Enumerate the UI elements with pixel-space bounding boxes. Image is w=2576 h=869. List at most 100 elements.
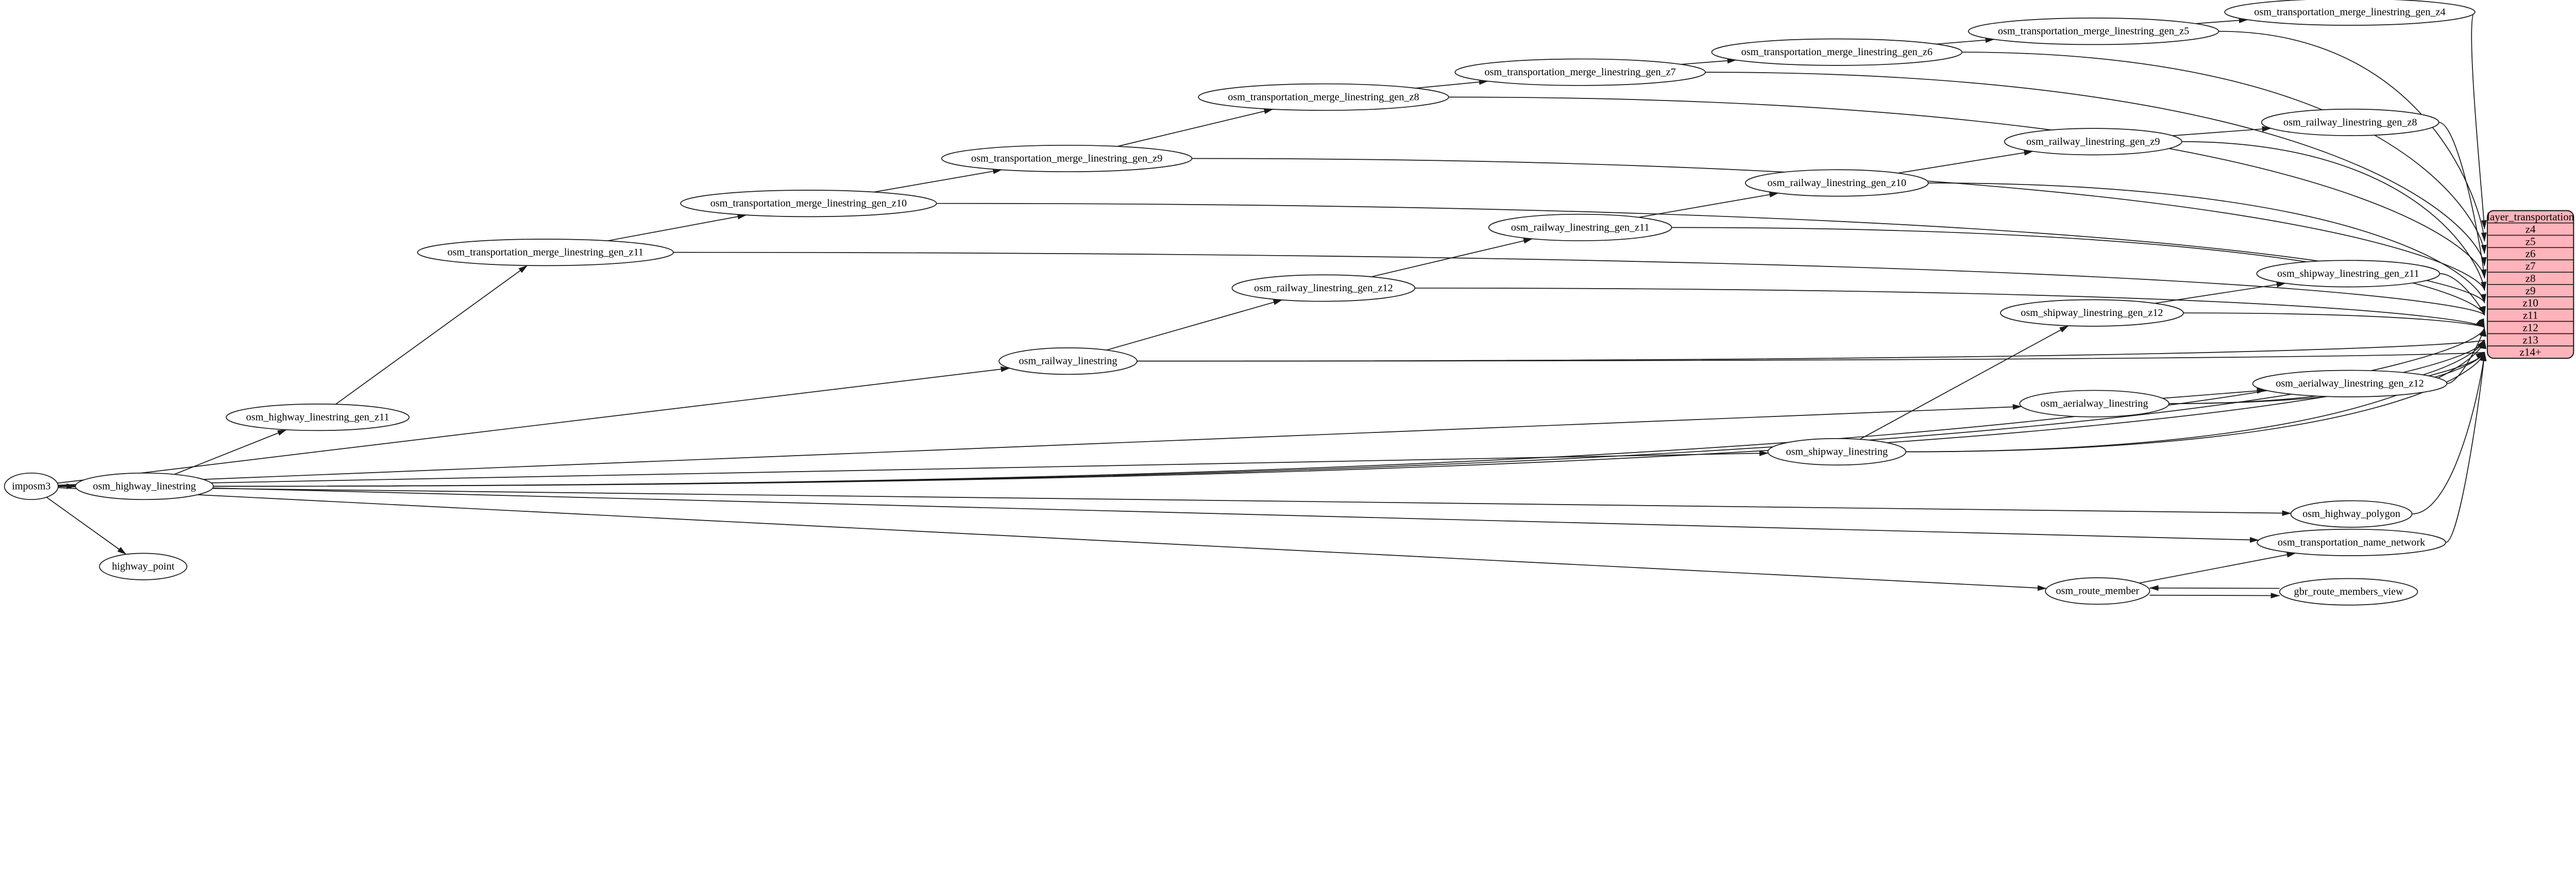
edge-osm_transportation_merge_linestring_gen_z10-to-z10 — [936, 203, 2486, 304]
node-label-osm_highway_linestring_gen_z11: osm_highway_linestring_gen_z11 — [246, 412, 389, 423]
node-osm_railway_linestring_gen_z8: osm_railway_linestring_gen_z8 — [2261, 108, 2439, 136]
node-label-osm_transportation_merge_linestring_gen_z10: osm_transportation_merge_linestring_gen_… — [710, 198, 907, 209]
node-label-osm_aerialway_linestring_gen_z12: osm_aerialway_linestring_gen_z12 — [2276, 378, 2424, 389]
node-label-osm_transportation_name_network: osm_transportation_name_network — [2278, 537, 2426, 548]
node-osm_transportation_merge_linestring_gen_z7: osm_transportation_merge_linestring_gen_… — [1454, 58, 1706, 86]
node-osm_highway_linestring_gen_z11: osm_highway_linestring_gen_z11 — [226, 404, 410, 431]
node-osm_transportation_merge_linestring_gen_z6: osm_transportation_merge_linestring_gen_… — [1711, 38, 1963, 66]
table-row-z6: z6 — [2526, 247, 2536, 260]
node-label-osm_transportation_merge_linestring_gen_z6: osm_transportation_merge_linestring_gen_… — [1741, 46, 1933, 58]
node-shape-highway_point — [99, 553, 188, 580]
table-row-z11: z11 — [2523, 309, 2538, 322]
edge-osm_transportation_merge_linestring_gen_z8-to-osm_transportation_merge_linestring_gen_z7 — [1415, 79, 1488, 89]
node-shape-osm_shipway_linestring_gen_z11 — [2256, 260, 2441, 288]
node-osm_shipway_linestring_gen_z12: osm_shipway_linestring_gen_z12 — [2000, 299, 2184, 327]
node-gbr_route_members_view: gbr_route_members_view — [2279, 578, 2418, 606]
node-shape-osm_railway_linestring — [998, 347, 1138, 375]
node-shape-osm_transportation_merge_linestring_gen_z9 — [941, 144, 1193, 173]
edge-osm_transportation_merge_linestring_gen_z4-to-z4 — [2471, 11, 2487, 230]
edge-imposm3-to-osm_shipway_linestring — [58, 450, 1769, 487]
node-shape-osm_highway_polygon — [2290, 500, 2413, 528]
table-row-z8: z8 — [2526, 272, 2536, 285]
node-label-osm_shipway_linestring_gen_z11: osm_shipway_linestring_gen_z11 — [2277, 268, 2419, 279]
edge-osm_transportation_merge_linestring_gen_z11-to-z11 — [673, 252, 2485, 316]
node-osm_railway_linestring_gen_z9: osm_railway_linestring_gen_z9 — [2004, 128, 2182, 156]
edge-imposm3-to-osm_route_member — [58, 487, 2047, 591]
table-row-z14+: z14+ — [2520, 346, 2541, 358]
edge-osm_transportation_merge_linestring_gen_z6-to-osm_transportation_merge_linestring_gen_z5 — [1936, 37, 1995, 45]
node-shape-osm_transportation_merge_linestring_gen_z6 — [1711, 38, 1963, 66]
node-label-osm_shipway_linestring_gen_z12: osm_shipway_linestring_gen_z12 — [2021, 307, 2163, 319]
node-label-osm_transportation_merge_linestring_gen_z11: osm_transportation_merge_linestring_gen_… — [447, 247, 643, 258]
node-shape-osm_railway_linestring_gen_z9 — [2004, 128, 2182, 156]
node-label-osm_railway_linestring_gen_z10: osm_railway_linestring_gen_z10 — [1768, 177, 1907, 189]
edge-osm_highway_linestring_gen_z11-to-osm_transportation_merge_linestring_gen_z11 — [335, 265, 528, 405]
edge-osm_aerialway_linestring_gen_z12-to-z12 — [2447, 327, 2485, 385]
node-shape-osm_shipway_linestring — [1767, 438, 1907, 466]
edge-osm_transportation_merge_linestring_gen_z11-to-osm_transportation_merge_linestring_gen_z10 — [607, 213, 747, 242]
edges — [46, 11, 2487, 598]
node-osm_transportation_merge_linestring_gen_z9: osm_transportation_merge_linestring_gen_… — [941, 144, 1193, 173]
edge-imposm3-to-osm_aerialway_linestring — [58, 404, 2022, 486]
edge-imposm3-to-osm_railway_linestring — [57, 366, 1010, 484]
node-osm_shipway_linestring: osm_shipway_linestring — [1767, 438, 1907, 466]
node-label-osm_transportation_merge_linestring_gen_z7: osm_transportation_merge_linestring_gen_… — [1484, 66, 1675, 78]
edge-osm_shipway_linestring_gen_z12-to-z12 — [2183, 312, 2485, 328]
node-shape-osm_transportation_name_network — [2257, 528, 2446, 557]
node-shape-osm_transportation_merge_linestring_gen_z10 — [680, 190, 937, 218]
node-label-osm_railway_linestring: osm_railway_linestring — [1019, 356, 1117, 367]
node-label-osm_railway_linestring_gen_z8: osm_railway_linestring_gen_z8 — [2283, 116, 2417, 128]
table-row-z9: z9 — [2526, 285, 2536, 297]
edge-osm_railway_linestring_gen_z10-to-z10 — [1928, 182, 2486, 304]
node-osm_aerialway_linestring: osm_aerialway_linestring — [2019, 390, 2170, 417]
edge-osm_shipway_linestring-to-osm_shipway_linestring_gen_z12 — [1859, 325, 2069, 440]
node-shape-osm_transportation_merge_linestring_gen_z11 — [417, 239, 674, 266]
edge-osm_highway_linestring-to-z12 — [213, 327, 2487, 487]
node-label-highway_point: highway_point — [112, 561, 175, 572]
edge-osm_railway_linestring-to-z13 — [1137, 339, 2485, 362]
node-shape-osm_railway_linestring_gen_z11 — [1488, 213, 1672, 241]
node-shape-osm_railway_linestring_gen_z12 — [1231, 274, 1416, 302]
edge-imposm3-to-highway_point — [46, 496, 127, 555]
table-row-z10: z10 — [2522, 297, 2538, 309]
node-shape-osm_transportation_merge_linestring_gen_z7 — [1454, 58, 1706, 86]
edge-osm_highway_linestring-to-osm_transportation_name_network — [212, 488, 2259, 543]
table-title: layer_transportation — [2487, 211, 2574, 223]
node-label-osm_railway_linestring_gen_z12: osm_railway_linestring_gen_z12 — [1254, 282, 1393, 294]
node-osm_transportation_merge_linestring_gen_z5: osm_transportation_merge_linestring_gen_… — [1968, 18, 2219, 45]
graph-canvas: imposm3 osm_highway_linestring highway_poi… — [4, 0, 2574, 606]
node-label-osm_highway_linestring: osm_highway_linestring — [93, 480, 196, 492]
edge-osm_railway_linestring_gen_z8-to-z8 — [2438, 122, 2487, 279]
node-shape-osm_transportation_merge_linestring_gen_z4 — [2224, 0, 2476, 26]
node-osm_transportation_merge_linestring_gen_z4: osm_transportation_merge_linestring_gen_… — [2224, 0, 2476, 26]
node-shape-gbr_route_members_view — [2279, 578, 2418, 606]
edge-osm_highway_linestring-to-z13 — [213, 339, 2486, 487]
node-osm_railway_linestring_gen_z10: osm_railway_linestring_gen_z10 — [1744, 169, 1929, 197]
node-label-osm_transportation_merge_linestring_gen_z4: osm_transportation_merge_linestring_gen_… — [2254, 6, 2445, 18]
edge-gbr_route_members_view-to-osm_route_member — [2149, 585, 2280, 591]
etl-dependency-graph: imposm3 osm_highway_linestring highway_poi… — [4, 0, 2574, 606]
node-imposm3: imposm3 — [4, 472, 59, 500]
node-osm_shipway_linestring_gen_z11: osm_shipway_linestring_gen_z11 — [2256, 260, 2441, 288]
node-label-osm_railway_linestring_gen_z11: osm_railway_linestring_gen_z11 — [1511, 222, 1650, 233]
node-osm_railway_linestring: osm_railway_linestring — [998, 347, 1138, 375]
node-shape-osm_shipway_linestring_gen_z12 — [2000, 299, 2184, 327]
edge-osm_highway_polygon-to-z14+ — [2412, 352, 2487, 515]
node-shape-osm_railway_linestring_gen_z8 — [2261, 108, 2439, 136]
node-label-osm_highway_polygon: osm_highway_polygon — [2302, 508, 2400, 520]
table-row-z13: z13 — [2522, 333, 2538, 346]
node-shape-osm_aerialway_linestring_gen_z12 — [2252, 370, 2448, 397]
node-osm_transportation_merge_linestring_gen_z11: osm_transportation_merge_linestring_gen_… — [417, 239, 674, 266]
node-highway_point: highway_point — [99, 553, 188, 580]
node-osm_route_member: osm_route_member — [2045, 577, 2150, 605]
table-row-z4: z4 — [2526, 223, 2536, 235]
edge-osm_transportation_merge_linestring_gen_z5-to-osm_transportation_merge_linestring_gen_z4 — [2195, 18, 2248, 24]
edge-osm_railway_linestring_gen_z12-to-z12 — [1415, 288, 2485, 328]
edge-osm_highway_linestring-to-z14+ — [213, 352, 2486, 487]
edge-osm_shipway_linestring-to-z14+ — [1906, 352, 2486, 453]
node-osm_transportation_merge_linestring_gen_z10: osm_transportation_merge_linestring_gen_… — [680, 190, 937, 218]
node-label-osm_route_member: osm_route_member — [2056, 586, 2139, 597]
edge-osm_shipway_linestring_gen_z12-to-osm_shipway_linestring_gen_z11 — [2155, 281, 2286, 304]
edge-osm_railway_linestring-to-osm_railway_linestring_gen_z12 — [1106, 299, 1283, 351]
node-osm_aerialway_linestring_gen_z12: osm_aerialway_linestring_gen_z12 — [2252, 370, 2448, 397]
